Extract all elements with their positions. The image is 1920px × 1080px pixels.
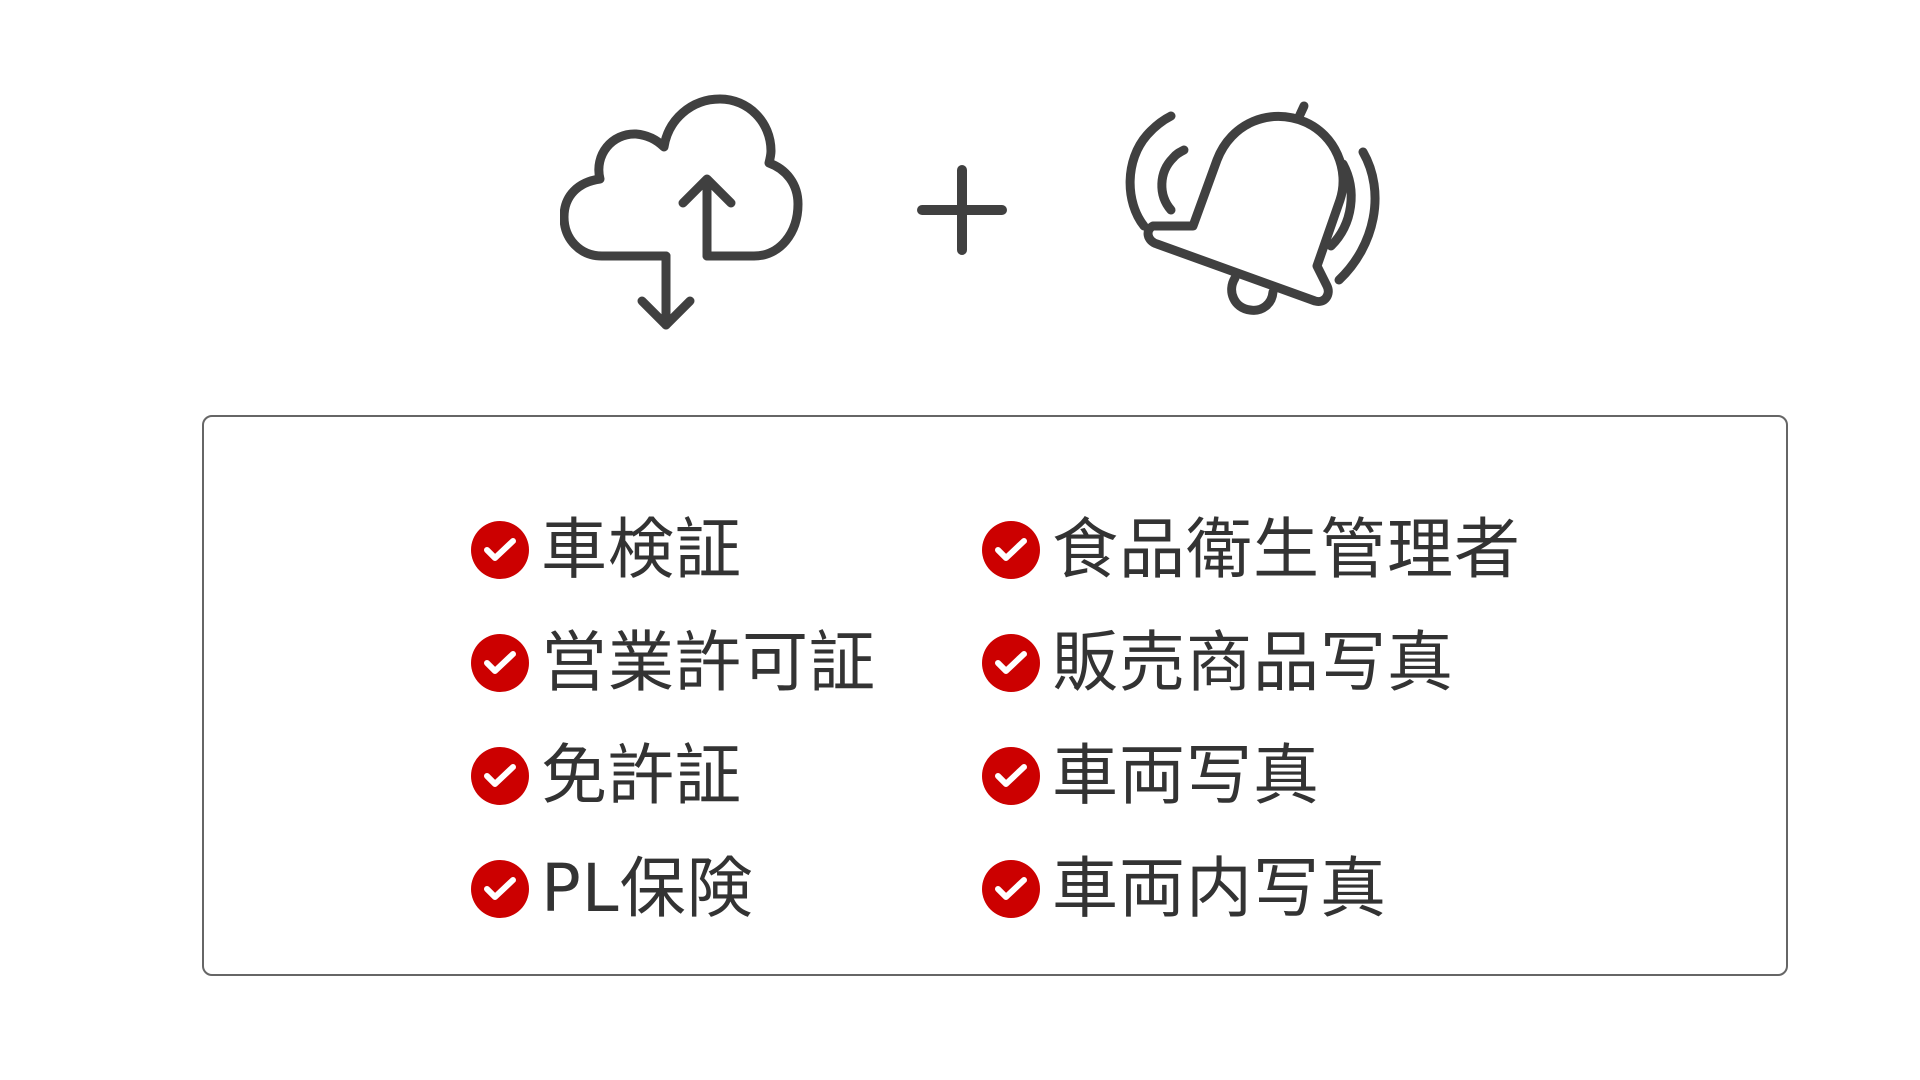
checklist-item-label: 車両内写真 bbox=[1052, 849, 1387, 927]
checklist-item-driver-license: 免許証 bbox=[471, 719, 876, 832]
checklist-item-pl-insurance: PL保険 bbox=[471, 832, 876, 945]
checklist-item-label: PL保険 bbox=[541, 849, 754, 927]
check-circle-icon bbox=[982, 746, 1040, 805]
cloud-sync-icon bbox=[560, 94, 803, 330]
icons-row bbox=[0, 0, 1920, 380]
checklist-item-label: 食品衛生管理者 bbox=[1052, 510, 1521, 588]
checklist-item-label: 販売商品写真 bbox=[1052, 623, 1454, 701]
checklist-item-business-permit: 営業許可証 bbox=[471, 606, 876, 719]
checklist-item-product-photos: 販売商品写真 bbox=[982, 606, 1521, 719]
check-circle-icon bbox=[982, 859, 1040, 918]
checklist-panel: 車検証 営業許可証 免許証 PL保険 食品衛生管理者 bbox=[202, 415, 1788, 976]
checklist-item-label: 車検証 bbox=[541, 510, 742, 588]
plus-icon bbox=[917, 165, 1007, 255]
checklist-item-vehicle-inspection-certificate: 車検証 bbox=[471, 493, 876, 606]
check-circle-icon bbox=[982, 520, 1040, 579]
ringing-bell-icon bbox=[1125, 101, 1380, 315]
checklist-item-vehicle-photos: 車両写真 bbox=[982, 719, 1521, 832]
checklist-item-vehicle-interior-photos: 車両内写真 bbox=[982, 832, 1521, 945]
checklist-item-food-hygiene-manager: 食品衛生管理者 bbox=[982, 493, 1521, 606]
check-circle-icon bbox=[471, 633, 529, 692]
checklist-item-label: 営業許可証 bbox=[541, 623, 876, 701]
check-circle-icon bbox=[982, 633, 1040, 692]
check-circle-icon bbox=[471, 859, 529, 918]
checklist-left-column: 車検証 営業許可証 免許証 PL保険 bbox=[471, 493, 876, 945]
checklist-item-label: 車両写真 bbox=[1052, 736, 1320, 814]
checklist-item-label: 免許証 bbox=[541, 736, 742, 814]
check-circle-icon bbox=[471, 520, 529, 579]
checklist-right-column: 食品衛生管理者 販売商品写真 車両写真 車両内写真 bbox=[982, 493, 1521, 945]
check-circle-icon bbox=[471, 746, 529, 805]
